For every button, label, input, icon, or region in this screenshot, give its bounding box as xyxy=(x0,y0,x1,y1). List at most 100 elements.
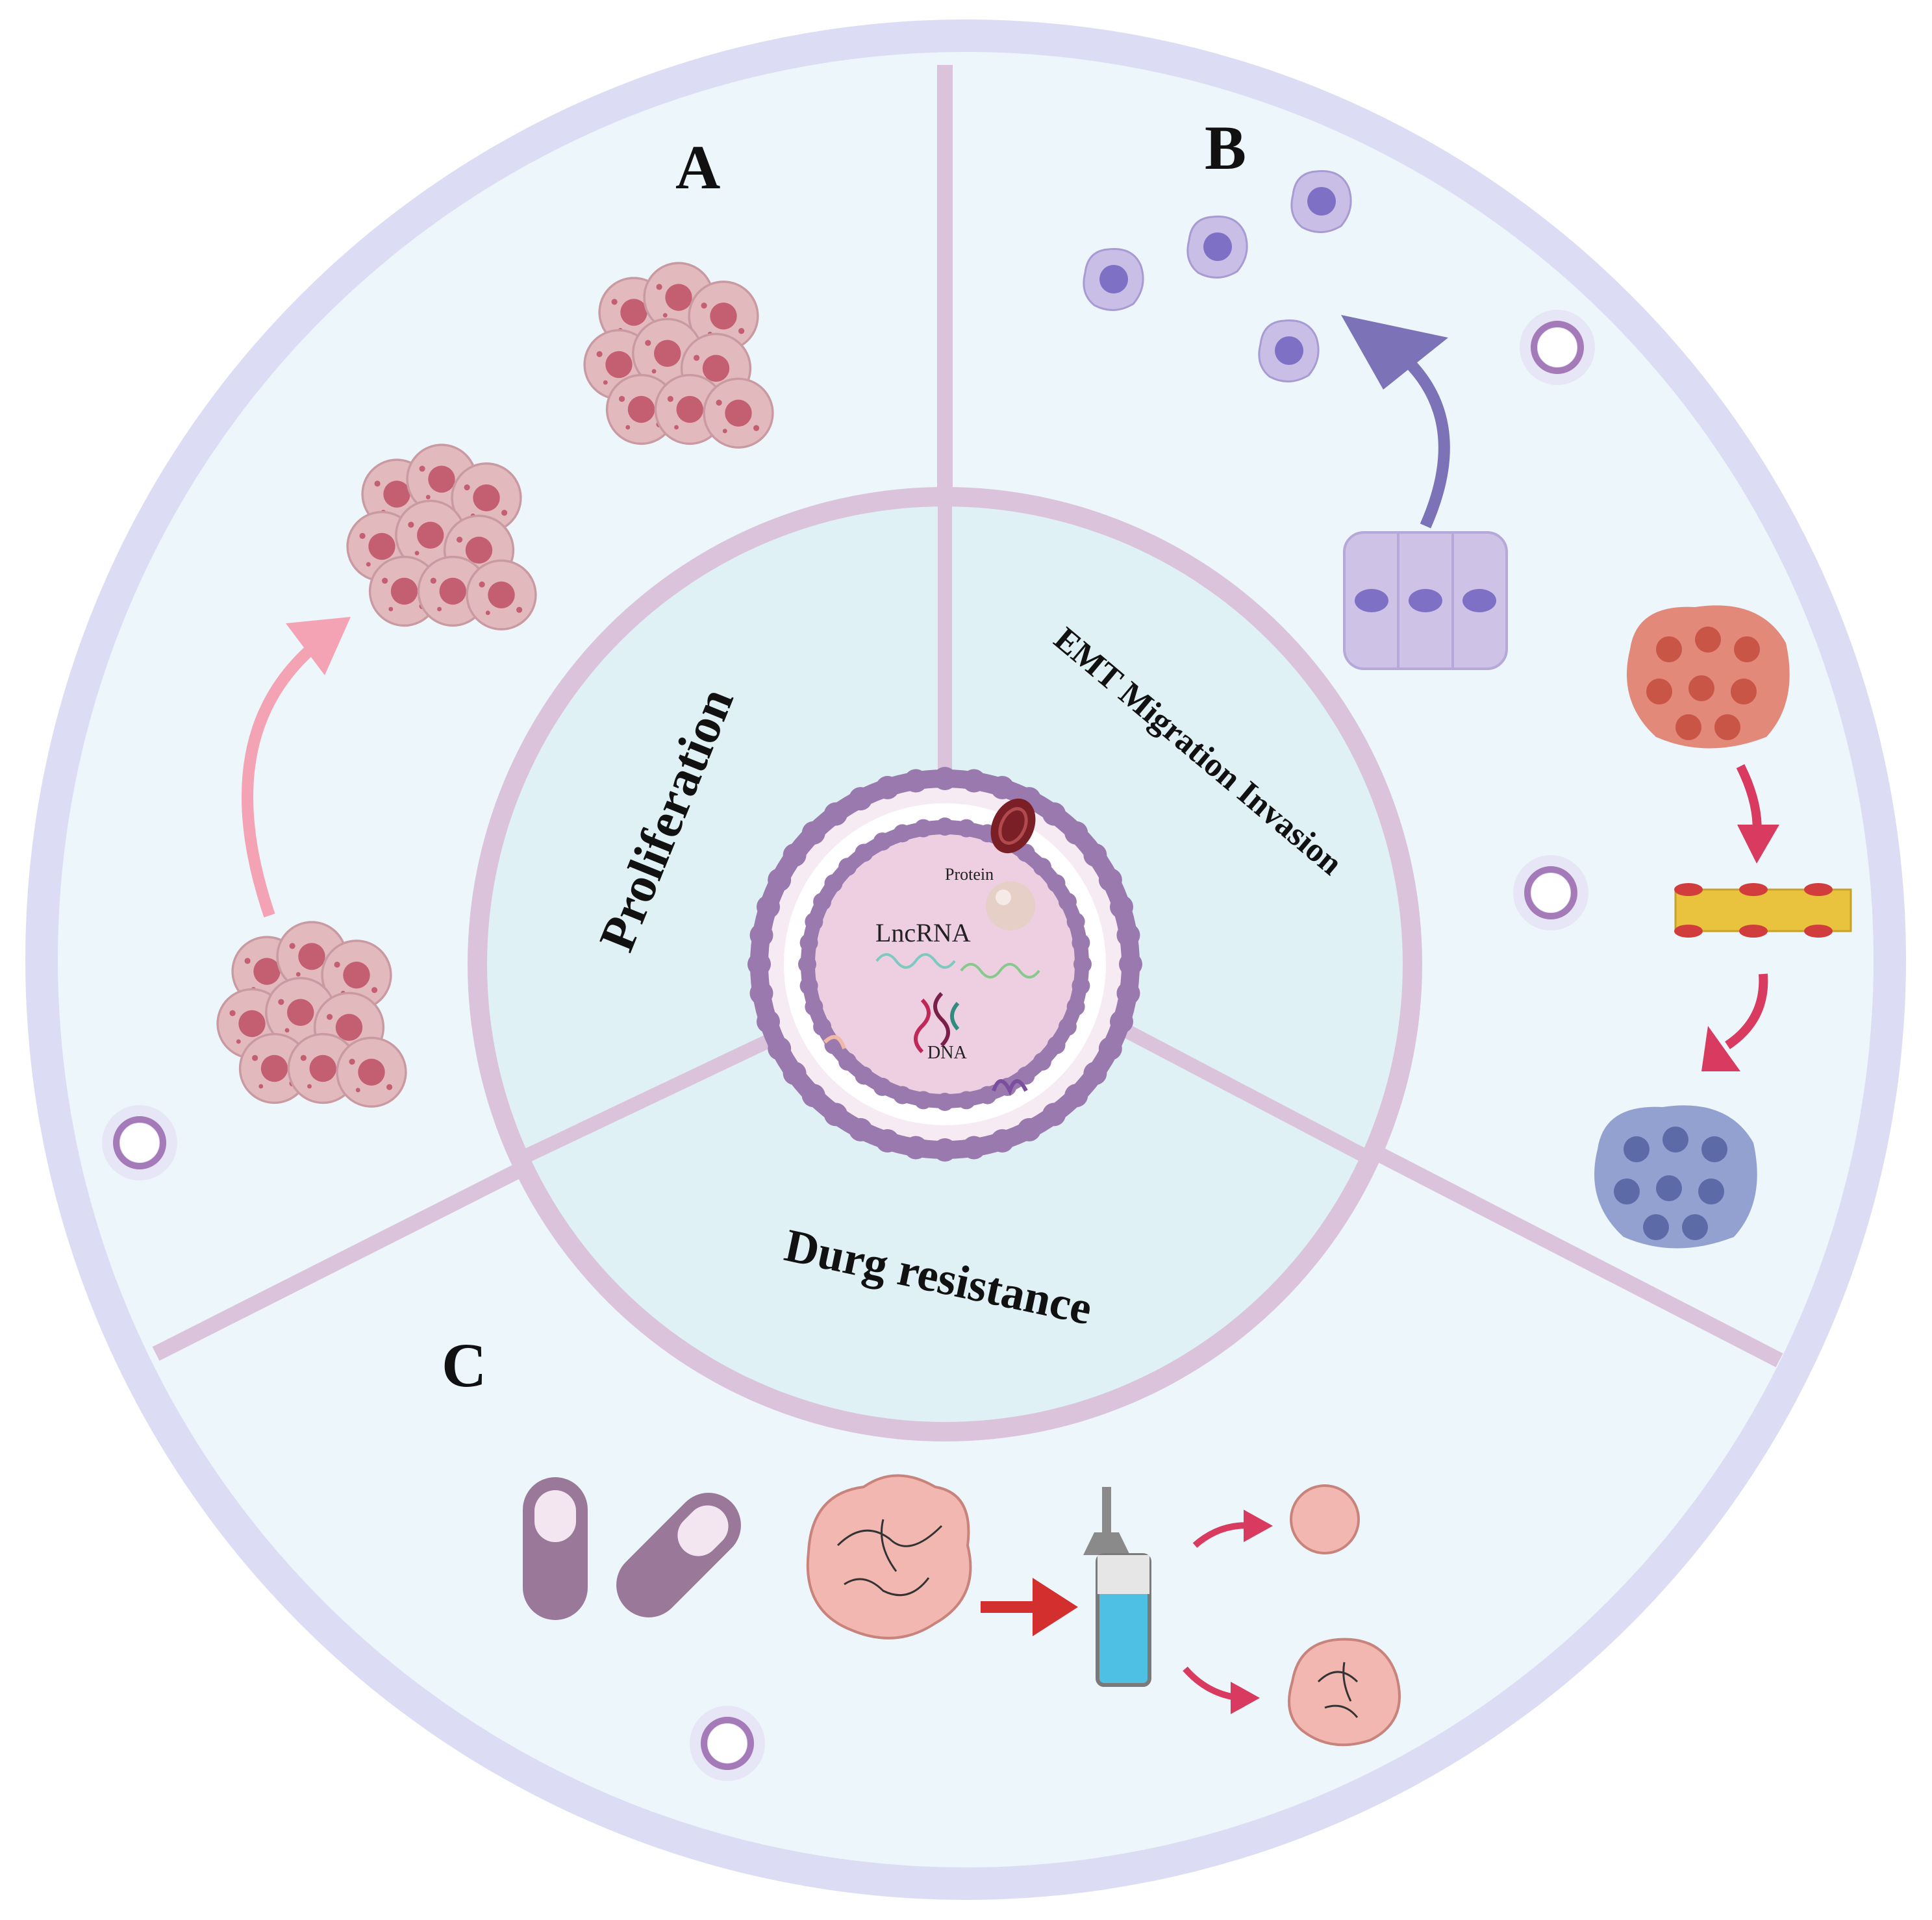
lipid-head xyxy=(801,1084,825,1108)
lipid-head xyxy=(783,1062,807,1086)
nucleus xyxy=(1731,679,1757,704)
invasion-arrow-1 xyxy=(1736,764,1779,864)
lipid-head xyxy=(855,843,873,862)
lipid-head xyxy=(936,817,954,836)
lipid-head xyxy=(768,868,792,892)
lipid-head xyxy=(1110,1010,1134,1034)
lipid-head xyxy=(756,895,780,919)
lipid-head xyxy=(873,832,892,851)
lipid-head xyxy=(893,824,912,843)
decor-ring-icon xyxy=(690,1706,765,1781)
lipid-head xyxy=(933,1138,957,1162)
lipid-head xyxy=(1072,977,1090,995)
proliferation-arrow xyxy=(241,617,351,917)
lipid-head xyxy=(962,769,986,793)
nucleus xyxy=(1734,636,1760,662)
cell-icon xyxy=(703,377,774,449)
nucleus xyxy=(1688,675,1714,701)
lipid-head xyxy=(1116,923,1140,947)
lipid-head xyxy=(1058,892,1077,911)
nucleus xyxy=(1656,1175,1682,1201)
lipid-head xyxy=(904,1136,928,1160)
nucleus xyxy=(1698,1178,1724,1204)
protein-icon xyxy=(986,798,1036,930)
lipid-head xyxy=(749,981,773,1005)
lipid-head xyxy=(1072,933,1090,952)
proliferation-cluster-medium xyxy=(346,443,537,630)
lipid-head xyxy=(855,1066,873,1085)
lipid-head xyxy=(1016,1066,1035,1085)
lipid-head xyxy=(849,787,873,811)
lipid-head xyxy=(1016,843,1035,862)
nucleus xyxy=(1662,1127,1688,1153)
lipid-head xyxy=(1110,895,1134,919)
cell-icon xyxy=(1258,319,1320,383)
lipid-head xyxy=(799,977,818,995)
lipid-head xyxy=(873,1077,892,1096)
lipid-head xyxy=(801,821,825,845)
nucleus xyxy=(1624,1136,1650,1162)
lipid-head xyxy=(813,892,832,911)
lipid-head xyxy=(1098,868,1122,892)
lipid-head xyxy=(805,997,823,1016)
outcome-arrow-small xyxy=(1192,1510,1273,1548)
nucleus xyxy=(1646,679,1672,704)
lipid-head xyxy=(838,858,857,877)
lipid-head xyxy=(1098,1036,1122,1060)
cell-icon xyxy=(1186,216,1248,279)
drug-arrow xyxy=(981,1578,1078,1636)
lipid-head xyxy=(1047,874,1066,893)
proliferation-cluster-large xyxy=(583,262,774,449)
nucleus xyxy=(1682,1214,1708,1240)
lipid-head xyxy=(978,1086,997,1104)
decor-ring-icon xyxy=(102,1105,177,1180)
lipid-head xyxy=(962,1136,986,1160)
lipid-head xyxy=(783,843,807,867)
lipid-head xyxy=(990,1129,1014,1153)
lipid-head xyxy=(1083,1062,1107,1086)
lipid-head xyxy=(914,1091,933,1110)
proliferation-cluster-small xyxy=(216,921,407,1108)
capsule-icon xyxy=(616,1493,741,1617)
capsule-icon xyxy=(523,1477,588,1620)
lipid-head xyxy=(904,769,928,793)
lipid-head xyxy=(1116,981,1140,1005)
outcome-arrow-large xyxy=(1183,1666,1260,1714)
decor-ring-icon xyxy=(1513,855,1588,930)
lncrna-label: LncRNA xyxy=(875,918,971,947)
inner-dividers xyxy=(510,506,1381,1169)
lipid-head xyxy=(1066,997,1085,1016)
shrunk-tumor-icon xyxy=(1290,1484,1360,1554)
nucleus xyxy=(1714,714,1740,740)
lipid-head xyxy=(799,933,818,952)
lipid-head xyxy=(849,1117,873,1141)
lipid-head xyxy=(1064,821,1088,845)
lipid-head xyxy=(756,1010,780,1034)
cell-icon xyxy=(336,1036,407,1108)
lipid-head xyxy=(914,819,933,838)
dna-label: DNA xyxy=(927,1043,967,1063)
lipid-head xyxy=(1042,1103,1066,1127)
lipid-head xyxy=(1033,1052,1051,1071)
lipid-head xyxy=(824,874,843,893)
nucleus xyxy=(1701,1136,1727,1162)
cell-icon xyxy=(466,559,537,630)
lipid-head xyxy=(749,923,773,947)
lipid-head xyxy=(1033,858,1051,877)
lipid-head xyxy=(768,1036,792,1060)
nucleus xyxy=(1643,1214,1669,1240)
blood-vessel xyxy=(1674,883,1852,938)
lipid-head xyxy=(838,1052,857,1071)
lipid-head xyxy=(875,775,899,799)
emt-arrow xyxy=(1341,315,1450,529)
lipid-head xyxy=(1058,1017,1077,1036)
lipid-head xyxy=(936,1093,954,1111)
tumor-icon xyxy=(806,1474,972,1639)
panel-a-letter: A xyxy=(675,132,720,202)
lipid-head xyxy=(957,1091,976,1110)
drug-vial-icon xyxy=(1083,1487,1151,1687)
lipid-head xyxy=(957,819,976,838)
lipid-head xyxy=(1042,802,1066,826)
nucleus xyxy=(1695,627,1721,653)
lipid-head xyxy=(1073,955,1092,973)
